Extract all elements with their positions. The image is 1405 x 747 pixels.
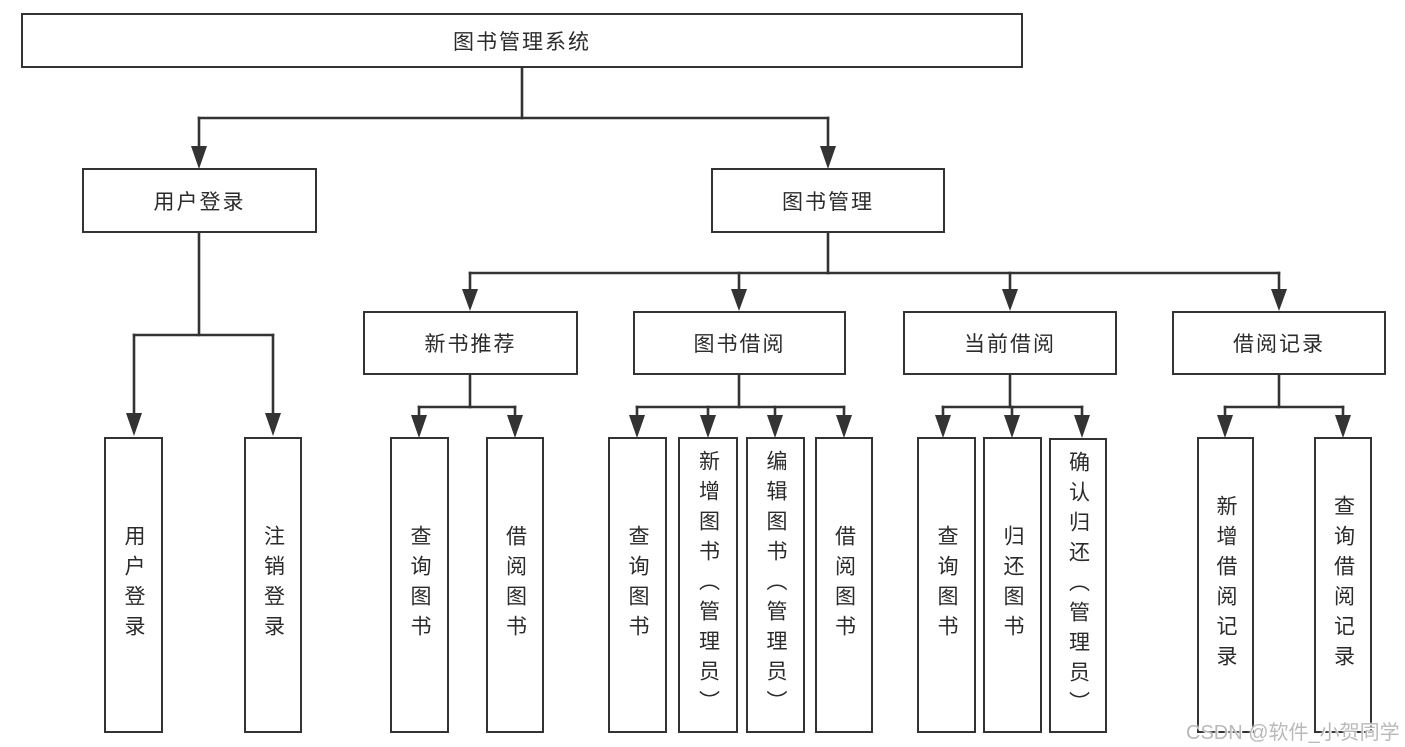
leaf-user-login: 用户登录 xyxy=(104,437,163,733)
connector-book-management xyxy=(462,231,1287,311)
leaf-return-books: 归还图书 xyxy=(983,437,1042,733)
connector-new-book xyxy=(411,373,523,438)
leaf-query-books-borrow: 查询图书 xyxy=(608,437,667,733)
connector-borrow-records xyxy=(1217,373,1351,438)
leaf-edit-books-admin: 编辑图书（管理员） xyxy=(746,437,805,733)
node-current-borrow: 当前借阅 xyxy=(903,311,1117,375)
leaf-add-books-admin: 新增图书（管理员） xyxy=(678,437,738,733)
node-borrow-records: 借阅记录 xyxy=(1172,311,1386,375)
leaf-query-borrow-record: 查询借阅记录 xyxy=(1314,437,1372,733)
connector-user-login xyxy=(126,231,281,436)
connector-root xyxy=(191,66,836,169)
connector-book-borrow xyxy=(629,373,852,438)
leaf-borrow-books: 借阅图书 xyxy=(815,437,873,733)
node-new-book-recommend: 新书推荐 xyxy=(363,311,578,375)
node-book-management: 图书管理 xyxy=(711,168,945,233)
node-book-borrow: 图书借阅 xyxy=(633,311,846,375)
node-root: 图书管理系统 xyxy=(21,13,1023,68)
leaf-add-borrow-record: 新增借阅记录 xyxy=(1197,437,1254,733)
leaf-logout: 注销登录 xyxy=(244,437,302,733)
leaf-confirm-return-admin: 确认归还（管理员） xyxy=(1049,438,1107,733)
node-user-login: 用户登录 xyxy=(82,168,317,233)
leaf-borrow-books-recommend: 借阅图书 xyxy=(486,437,544,733)
leaf-query-books-current: 查询图书 xyxy=(917,437,976,733)
watermark: CSDN @软件_小贺同学 xyxy=(1186,722,1400,744)
connector-current-borrow xyxy=(935,373,1090,438)
leaf-query-books-recommend: 查询图书 xyxy=(390,437,449,733)
